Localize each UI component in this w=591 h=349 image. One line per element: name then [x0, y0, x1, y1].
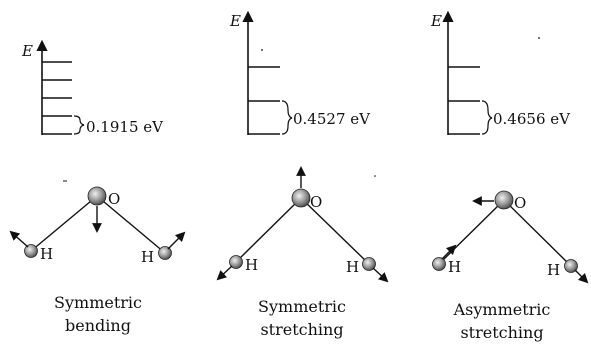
displacement-arrow: [216, 265, 233, 281]
energy-level-diagram: E 0.1915 eV: [21, 39, 164, 136]
stray-dot: [374, 175, 376, 177]
caption-line-1: Symmetric: [54, 293, 142, 312]
hydrogen-label-right: H: [346, 258, 359, 276]
bond-right: [300, 197, 370, 265]
panel-symmetric-bending: E 0.1915 eV O H H Symmetric bending: [9, 39, 186, 335]
oxygen-label: O: [514, 194, 526, 212]
energy-axis-label: E: [430, 12, 442, 30]
hydrogen-label-right: H: [547, 261, 560, 279]
energy-level-diagram: E 0.4527 eV: [229, 10, 371, 135]
energy-gap-brace: [481, 100, 493, 135]
oxygen-atom: [87, 186, 107, 206]
displacement-arrow: [372, 267, 389, 283]
molecule-symmetric-bending: O H H: [9, 186, 186, 266]
oxygen-atom: [291, 188, 311, 208]
energy-gap-value: 0.4527 eV: [293, 110, 371, 128]
energy-gap-brace: [73, 115, 85, 135]
hydrogen-atom-left: [432, 257, 446, 271]
oxygen-label: O: [108, 190, 120, 208]
bond-right: [503, 199, 572, 267]
energy-gap-value: 0.1915 eV: [86, 118, 164, 136]
energy-axis-label: E: [229, 12, 241, 30]
hydrogen-atom-right: [158, 246, 172, 260]
hydrogen-label-left: H: [245, 256, 258, 274]
oxygen-atom: [494, 190, 514, 210]
displacement-arrow: [9, 230, 29, 248]
hydrogen-atom-right: [362, 257, 376, 271]
energy-gap-value: 0.4656 eV: [493, 110, 571, 128]
displacement-arrow: [441, 244, 457, 260]
caption-line-2: bending: [65, 316, 131, 335]
panel-symmetric-stretching: E 0.4527 eV O H H Symmetric stretching: [216, 10, 389, 339]
energy-level-diagram: E 0.4656 eV: [430, 10, 571, 135]
bond-left: [30, 195, 98, 252]
panel-asymmetric-stretching: E 0.4656 eV O H H Asymmetric stretching: [430, 10, 589, 342]
oxygen-label: O: [310, 193, 322, 211]
hydrogen-label-left: H: [448, 258, 461, 276]
hydrogen-atom-left: [229, 255, 243, 269]
hydrogen-label-left: H: [40, 245, 53, 263]
hydrogen-label-right: H: [141, 248, 154, 266]
stray-dot: [538, 37, 540, 39]
displacement-arrow: [167, 231, 186, 250]
molecule-asymmetric-stretching: O H H: [432, 190, 589, 284]
bond-right: [96, 195, 166, 254]
caption-line-2: stretching: [260, 320, 343, 339]
caption-line-1: Symmetric: [258, 297, 346, 316]
molecule-symmetric-stretching: O H H: [216, 166, 389, 283]
energy-gap-brace: [281, 100, 293, 135]
caption-line-2: stretching: [460, 323, 543, 342]
displacement-arrow: [574, 269, 589, 284]
bond-left: [235, 197, 302, 263]
bond-left: [438, 199, 505, 265]
stray-dot: [261, 49, 263, 51]
hydrogen-atom-right: [564, 259, 578, 273]
hydrogen-atom-left: [24, 244, 38, 258]
caption-line-1: Asymmetric: [453, 300, 551, 319]
energy-axis-label: E: [21, 42, 33, 60]
